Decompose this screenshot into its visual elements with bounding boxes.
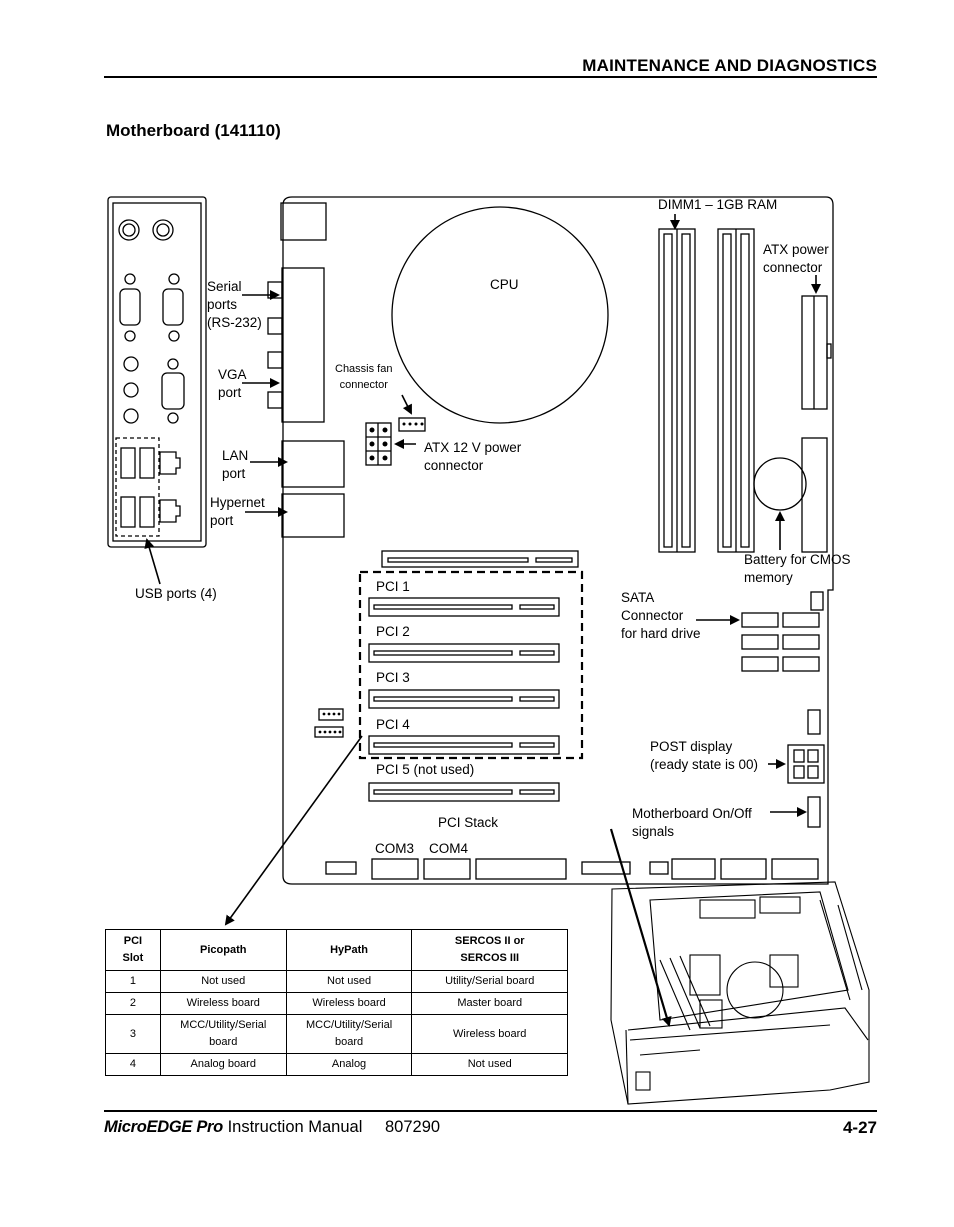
usb-ports-label: USB ports (4) — [135, 586, 217, 601]
com3-label: COM3 — [375, 841, 415, 856]
post-display-label: POST display (ready state is 00) — [650, 739, 759, 772]
running-header: MAINTENANCE AND DIAGNOSTICS — [582, 56, 877, 75]
table-cell: Wireless board — [411, 1014, 568, 1054]
onoff-signals-label: Motherboard On/Off signals — [632, 806, 752, 839]
com4-label: COM4 — [429, 841, 469, 856]
serial-ports-label: Serial ports (RS-232) — [207, 279, 262, 330]
table-cell: Analog — [285, 1053, 413, 1076]
header-rule — [104, 76, 877, 78]
product-name: MicroEDGE Pro — [104, 1118, 223, 1136]
table-row: 4 Analog board Analog Not used — [105, 1053, 568, 1076]
table-cell: Wireless board — [159, 992, 287, 1015]
table-header: SERCOS II or SERCOS III — [411, 929, 568, 971]
table-cell: Not used — [285, 970, 413, 993]
table-cell: Not used — [411, 1053, 568, 1076]
atx-power-label: ATX power connector — [763, 242, 829, 275]
table-cell: Utility/Serial board — [411, 970, 568, 993]
pci3-label: PCI 3 — [376, 670, 410, 685]
table-cell: Master board — [411, 992, 568, 1015]
cpu-label: CPU — [490, 277, 519, 292]
pci-slot-table: PCI Slot Picopath HyPath SERCOS II or SE… — [105, 929, 568, 1076]
vga-port-label: VGA port — [218, 367, 247, 400]
part-number: 807290 — [384, 1118, 441, 1136]
table-header: Picopath — [159, 929, 287, 971]
battery-label: Battery for CMOS memory — [744, 552, 851, 585]
footer-rule — [104, 1110, 877, 1112]
pci1-label: PCI 1 — [376, 579, 410, 594]
table-cell: Not used — [159, 970, 287, 993]
pci5-label: PCI 5 (not used) — [376, 762, 475, 777]
table-row: 1 Not used Not used Utility/Serial board — [105, 970, 568, 993]
section-title: Motherboard (141110) — [106, 121, 281, 140]
sata-label: SATA Connector for hard drive — [621, 590, 701, 641]
footer: MicroEDGE Pro Instruction Manual 807290 — [104, 1118, 440, 1137]
dimm-label: DIMM1 – 1GB RAM — [658, 197, 778, 212]
pci4-label: PCI 4 — [376, 717, 410, 732]
table-cell: 3 — [105, 1014, 161, 1054]
page-number: 4-27 — [842, 1118, 877, 1137]
table-cell: MCC/Utility/Serial board — [159, 1014, 287, 1054]
table-header: HyPath — [285, 929, 413, 971]
table-header: PCI Slot — [105, 929, 161, 971]
table-row: 3 MCC/Utility/Serial board MCC/Utility/S… — [105, 1014, 568, 1054]
table-cell: 4 — [105, 1053, 161, 1076]
table-row: 2 Wireless board Wireless board Master b… — [105, 992, 568, 1015]
table-cell: Wireless board — [285, 992, 413, 1015]
table-cell: Analog board — [159, 1053, 287, 1076]
board-outline — [282, 196, 834, 885]
hypernet-port-label: Hypernet port — [210, 495, 265, 528]
table-cell: 2 — [105, 992, 161, 1015]
table-cell: MCC/Utility/Serial board — [285, 1014, 413, 1054]
lan-port-label: LAN port — [222, 448, 249, 481]
chassis-fan-label: Chassis fan connector — [335, 363, 393, 391]
table-cell: 1 — [105, 970, 161, 993]
pci2-label: PCI 2 — [376, 624, 410, 639]
manual-title: Instruction Manual — [227, 1118, 363, 1136]
pci-stack-label: PCI Stack — [438, 815, 499, 830]
atx12v-label: ATX 12 V power connector — [424, 440, 522, 473]
io-panel — [107, 196, 207, 548]
table-header-row: PCI Slot Picopath HyPath SERCOS II or SE… — [105, 929, 568, 971]
